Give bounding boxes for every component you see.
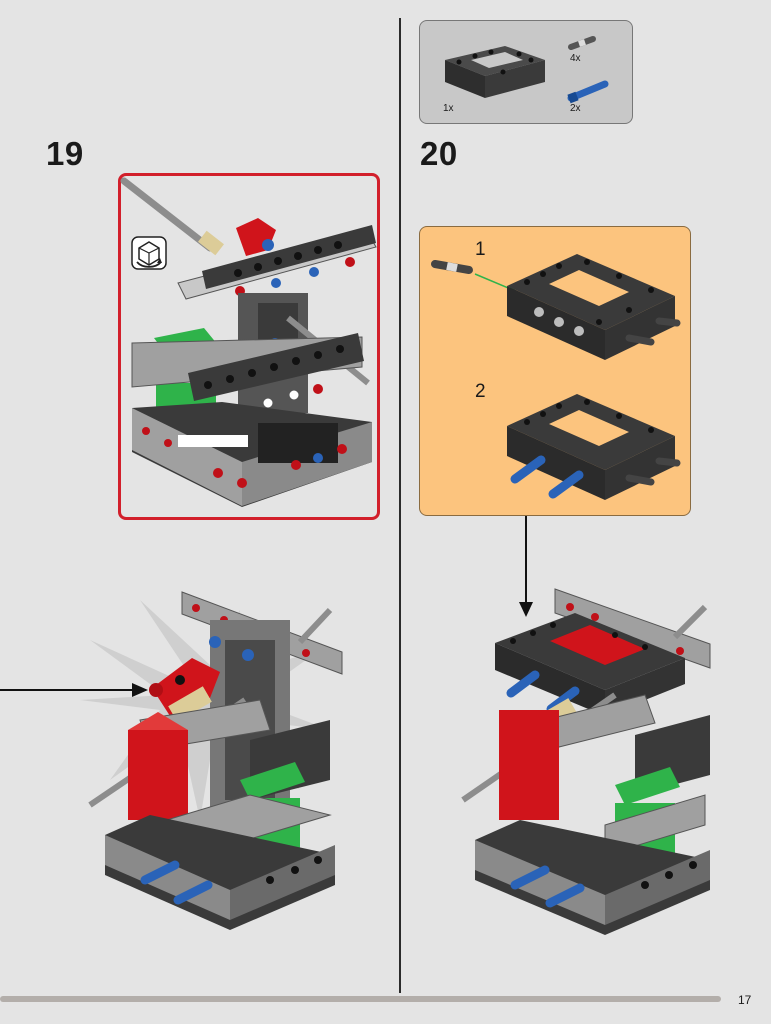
step-20-model-illustration xyxy=(461,588,711,935)
step-number-20: 20 xyxy=(420,135,458,172)
callout-assembly-illustration xyxy=(120,177,377,507)
part-quantity-grey-pin: 4x xyxy=(570,53,581,64)
down-arrow-icon xyxy=(519,516,533,617)
rotate-model-icon xyxy=(131,236,167,270)
footer-progress-bar xyxy=(0,996,721,1002)
page-number: 17 xyxy=(738,993,752,1007)
parts-list-illustration xyxy=(445,36,609,104)
column-divider xyxy=(399,18,401,993)
part-quantity-blue-pin: 2x xyxy=(570,103,581,114)
subassembly-illustration xyxy=(431,254,681,500)
step-19-model-illustration xyxy=(0,591,343,930)
step-number-19: 19 xyxy=(46,135,84,172)
substep-number-2: 2 xyxy=(475,381,486,402)
substep-number-1: 1 xyxy=(475,239,486,260)
part-quantity-frame: 1x xyxy=(443,103,454,114)
